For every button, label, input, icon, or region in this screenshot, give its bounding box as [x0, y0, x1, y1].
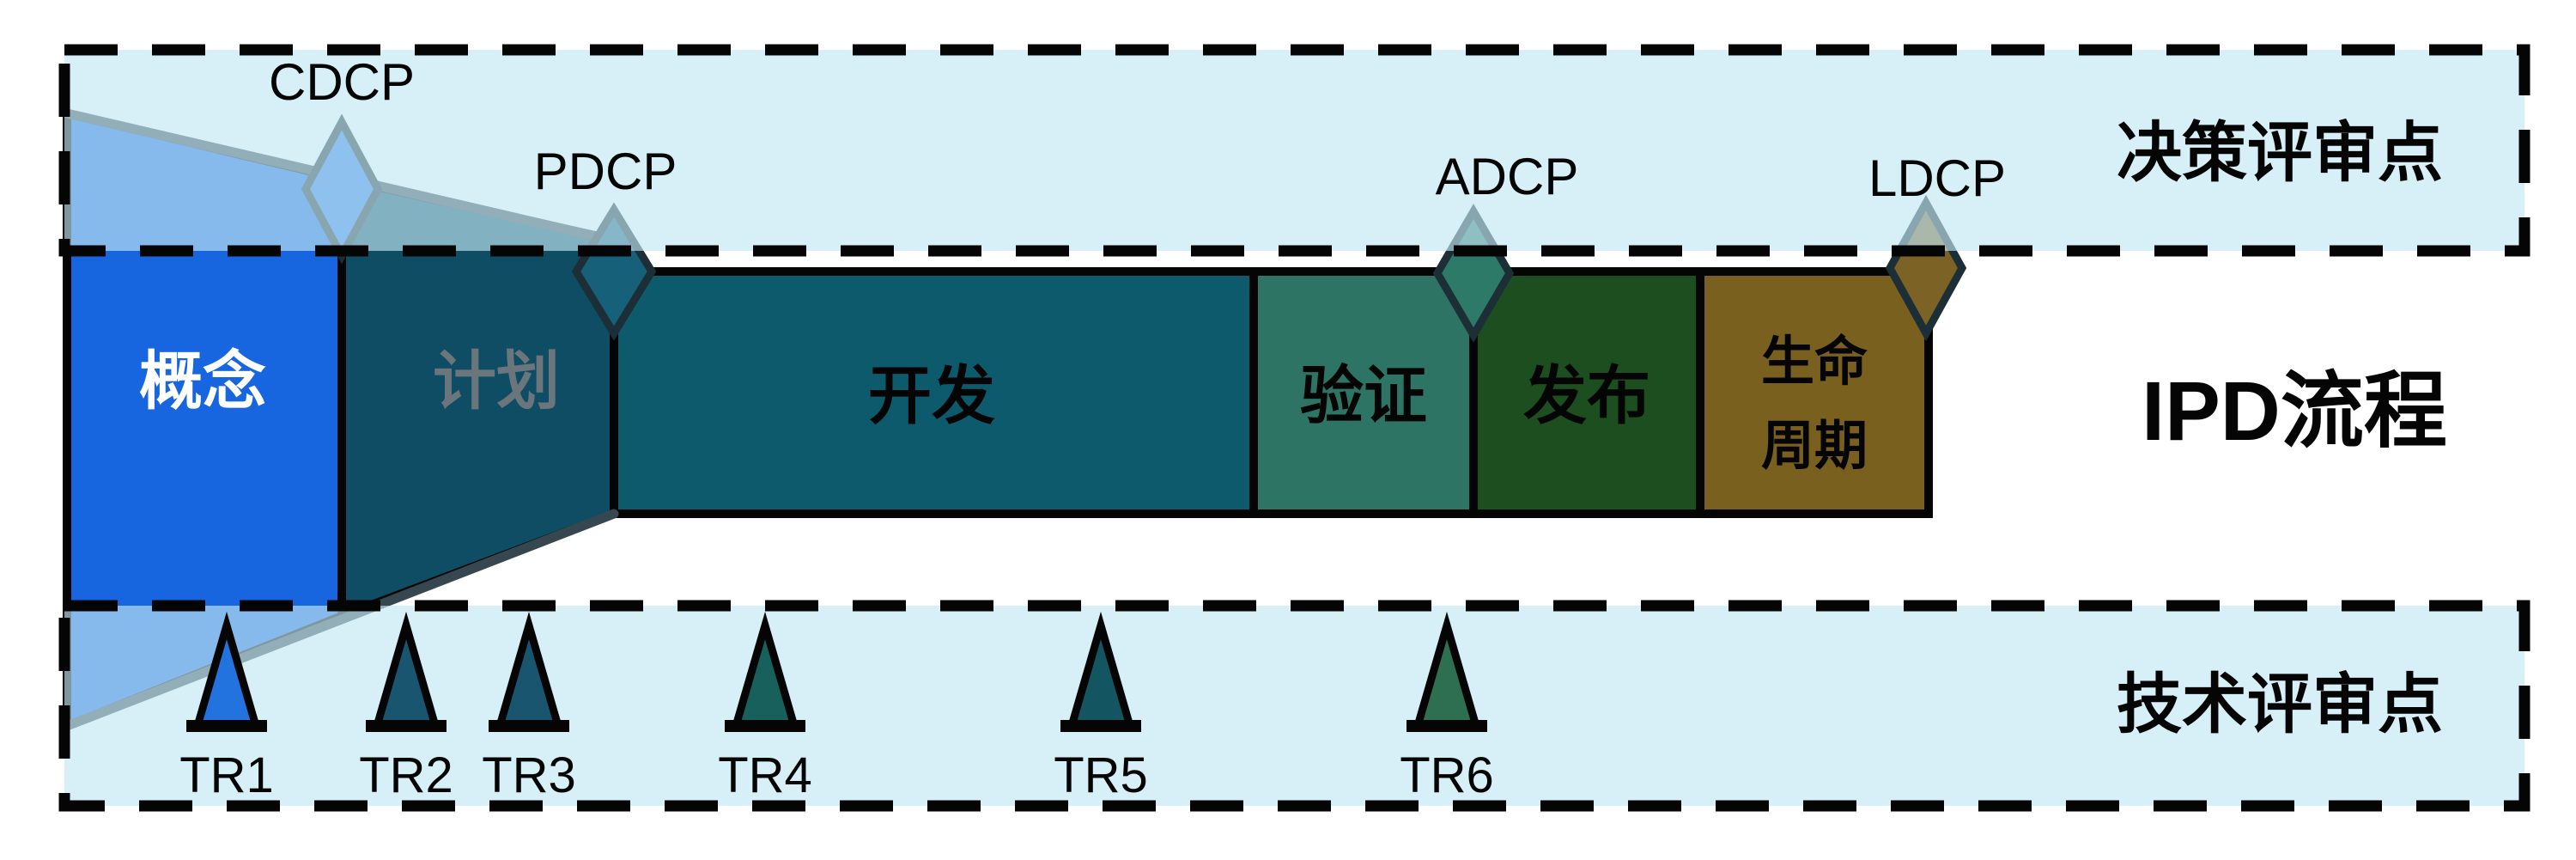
page-title: IPD流程: [2142, 364, 2447, 458]
tr-triangles: [186, 611, 1487, 732]
phase-lifecycle: [1696, 267, 1933, 518]
tr3-base: [489, 720, 569, 732]
phase-develop: [610, 267, 1258, 518]
tr6-label: TR6: [1400, 747, 1494, 803]
tr1-base: [186, 720, 267, 732]
tech-review-band: [58, 600, 2530, 812]
tr2-label: TR2: [359, 747, 453, 803]
pdcp-label: PDCP: [534, 143, 677, 200]
phase-concept-label: 概念: [139, 345, 266, 417]
tr4-base: [725, 720, 805, 732]
tr1-label: TR1: [179, 747, 274, 803]
adcp-label: ADCP: [1436, 148, 1579, 205]
ldcp-label: LDCP: [1868, 149, 2006, 207]
review-bands: [58, 44, 2530, 812]
phase-verify: [1249, 267, 1478, 518]
phase-verify-label: 验证: [1300, 360, 1427, 431]
tech-band-title: 技术评审点: [2117, 668, 2443, 741]
decision-review-band: [58, 44, 2530, 257]
tr4-label: TR4: [718, 747, 812, 803]
decision-band-title: 决策评审点: [2117, 117, 2443, 190]
labels: CDCP PDCP ADCP LDCP 决策评审点 技术评审点 IPD流程 概念…: [139, 53, 2447, 803]
tr6-base: [1406, 720, 1487, 732]
phase-develop-label: 开发: [868, 360, 995, 431]
tr5-base: [1060, 720, 1141, 732]
phase-release-label: 发布: [1523, 360, 1650, 431]
phase-plan-label: 计划: [433, 345, 560, 417]
phase-lifecycle-label-line1: 生命: [1761, 332, 1868, 392]
tr5-label: TR5: [1054, 747, 1148, 803]
tr3-label: TR3: [482, 747, 576, 803]
phase-lifecycle-label-line2: 周期: [1761, 417, 1868, 476]
tr2-base: [366, 720, 447, 732]
cdcp-label: CDCP: [269, 53, 415, 111]
